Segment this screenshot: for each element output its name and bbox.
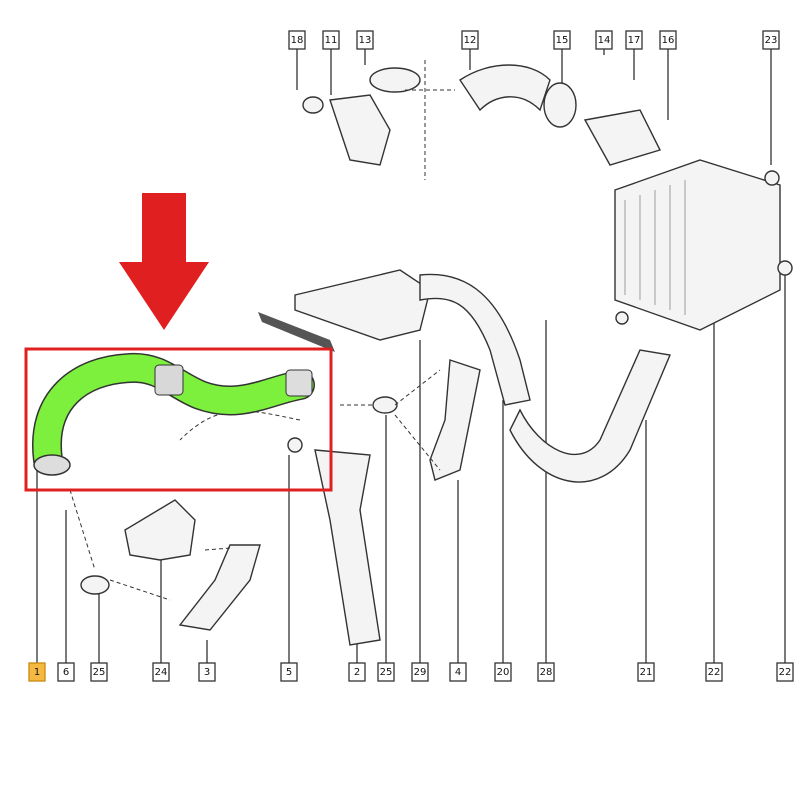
hose-4: [429, 359, 481, 481]
part-label-25[interactable]: 25: [90, 662, 108, 682]
part-label-6[interactable]: 6: [57, 662, 75, 682]
plug-22: [777, 260, 793, 276]
plug-23: [764, 170, 780, 186]
hose-21: [509, 349, 671, 483]
part-number: 20: [497, 667, 510, 678]
part-label-3[interactable]: 3: [198, 662, 216, 682]
part-number: 18: [291, 35, 304, 46]
part-number: 1: [34, 667, 40, 678]
hose-12: [459, 64, 551, 112]
part-number: 23: [765, 35, 778, 46]
part-number: 15: [556, 35, 569, 46]
part-label-14[interactable]: 14: [595, 30, 613, 50]
part-number: 29: [414, 667, 427, 678]
part-label-16[interactable]: 16: [659, 30, 677, 50]
filter-29: [258, 312, 335, 352]
part-number: 6: [63, 667, 69, 678]
part-label-1[interactable]: 1: [28, 662, 46, 682]
bracket-24: [124, 499, 196, 561]
part-label-21[interactable]: 21: [637, 662, 655, 682]
hose-20: [419, 273, 531, 406]
part-label-15[interactable]: 15: [553, 30, 571, 50]
air-flow-sensor: [583, 109, 661, 166]
seal-18: [302, 96, 324, 114]
part-number: 12: [464, 35, 477, 46]
part-number: 16: [662, 35, 675, 46]
air-duct-box: [294, 269, 431, 341]
part-number: 13: [359, 35, 372, 46]
part-label-17[interactable]: 17: [625, 30, 643, 50]
part-number: 11: [325, 35, 338, 46]
part-label-5[interactable]: 5: [280, 662, 298, 682]
part-number: 25: [93, 667, 106, 678]
part-label-18[interactable]: 18: [288, 30, 306, 50]
part-label-11[interactable]: 11: [322, 30, 340, 50]
hose-end-clamp: [33, 454, 71, 476]
part-label-24[interactable]: 24: [152, 662, 170, 682]
part-label-20[interactable]: 20: [494, 662, 512, 682]
part-label-22[interactable]: 22: [705, 662, 723, 682]
part-label-2[interactable]: 2: [348, 662, 366, 682]
clamp-25: [80, 575, 110, 595]
hose-2: [314, 449, 381, 646]
clip-5: [287, 437, 303, 453]
part-label-22[interactable]: 22: [776, 662, 794, 682]
part-label-13[interactable]: 13: [356, 30, 374, 50]
hose-coupling: [154, 364, 184, 396]
part-label-29[interactable]: 29: [411, 662, 429, 682]
seal-15: [543, 82, 577, 128]
part-label-25[interactable]: 25: [377, 662, 395, 682]
part-label-4[interactable]: 4: [449, 662, 467, 682]
clamp-25b: [372, 396, 398, 414]
part-number: 28: [540, 667, 553, 678]
part-number: 4: [455, 667, 461, 678]
part-label-28[interactable]: 28: [537, 662, 555, 682]
part-number: 2: [354, 667, 360, 678]
part-number: 21: [640, 667, 653, 678]
valve-11: [329, 94, 391, 166]
red-arrow-icon: [119, 193, 209, 330]
part-label-23[interactable]: 23: [762, 30, 780, 50]
part-number: 5: [286, 667, 292, 678]
part-label-12[interactable]: 12: [461, 30, 479, 50]
part-number: 22: [779, 667, 792, 678]
part-number: 24: [155, 667, 168, 678]
part-number: 22: [708, 667, 721, 678]
hose-end-connector: [285, 369, 313, 397]
clamp-13: [369, 67, 421, 93]
part-number: 25: [380, 667, 393, 678]
hose-3: [178, 544, 261, 631]
highlight-box: [24, 347, 333, 492]
part-number: 17: [628, 35, 641, 46]
part-number: 3: [204, 667, 210, 678]
plug-22b: [615, 311, 629, 325]
intercooler: [614, 159, 781, 331]
parts: [69, 60, 793, 646]
part-number: 14: [598, 35, 611, 46]
